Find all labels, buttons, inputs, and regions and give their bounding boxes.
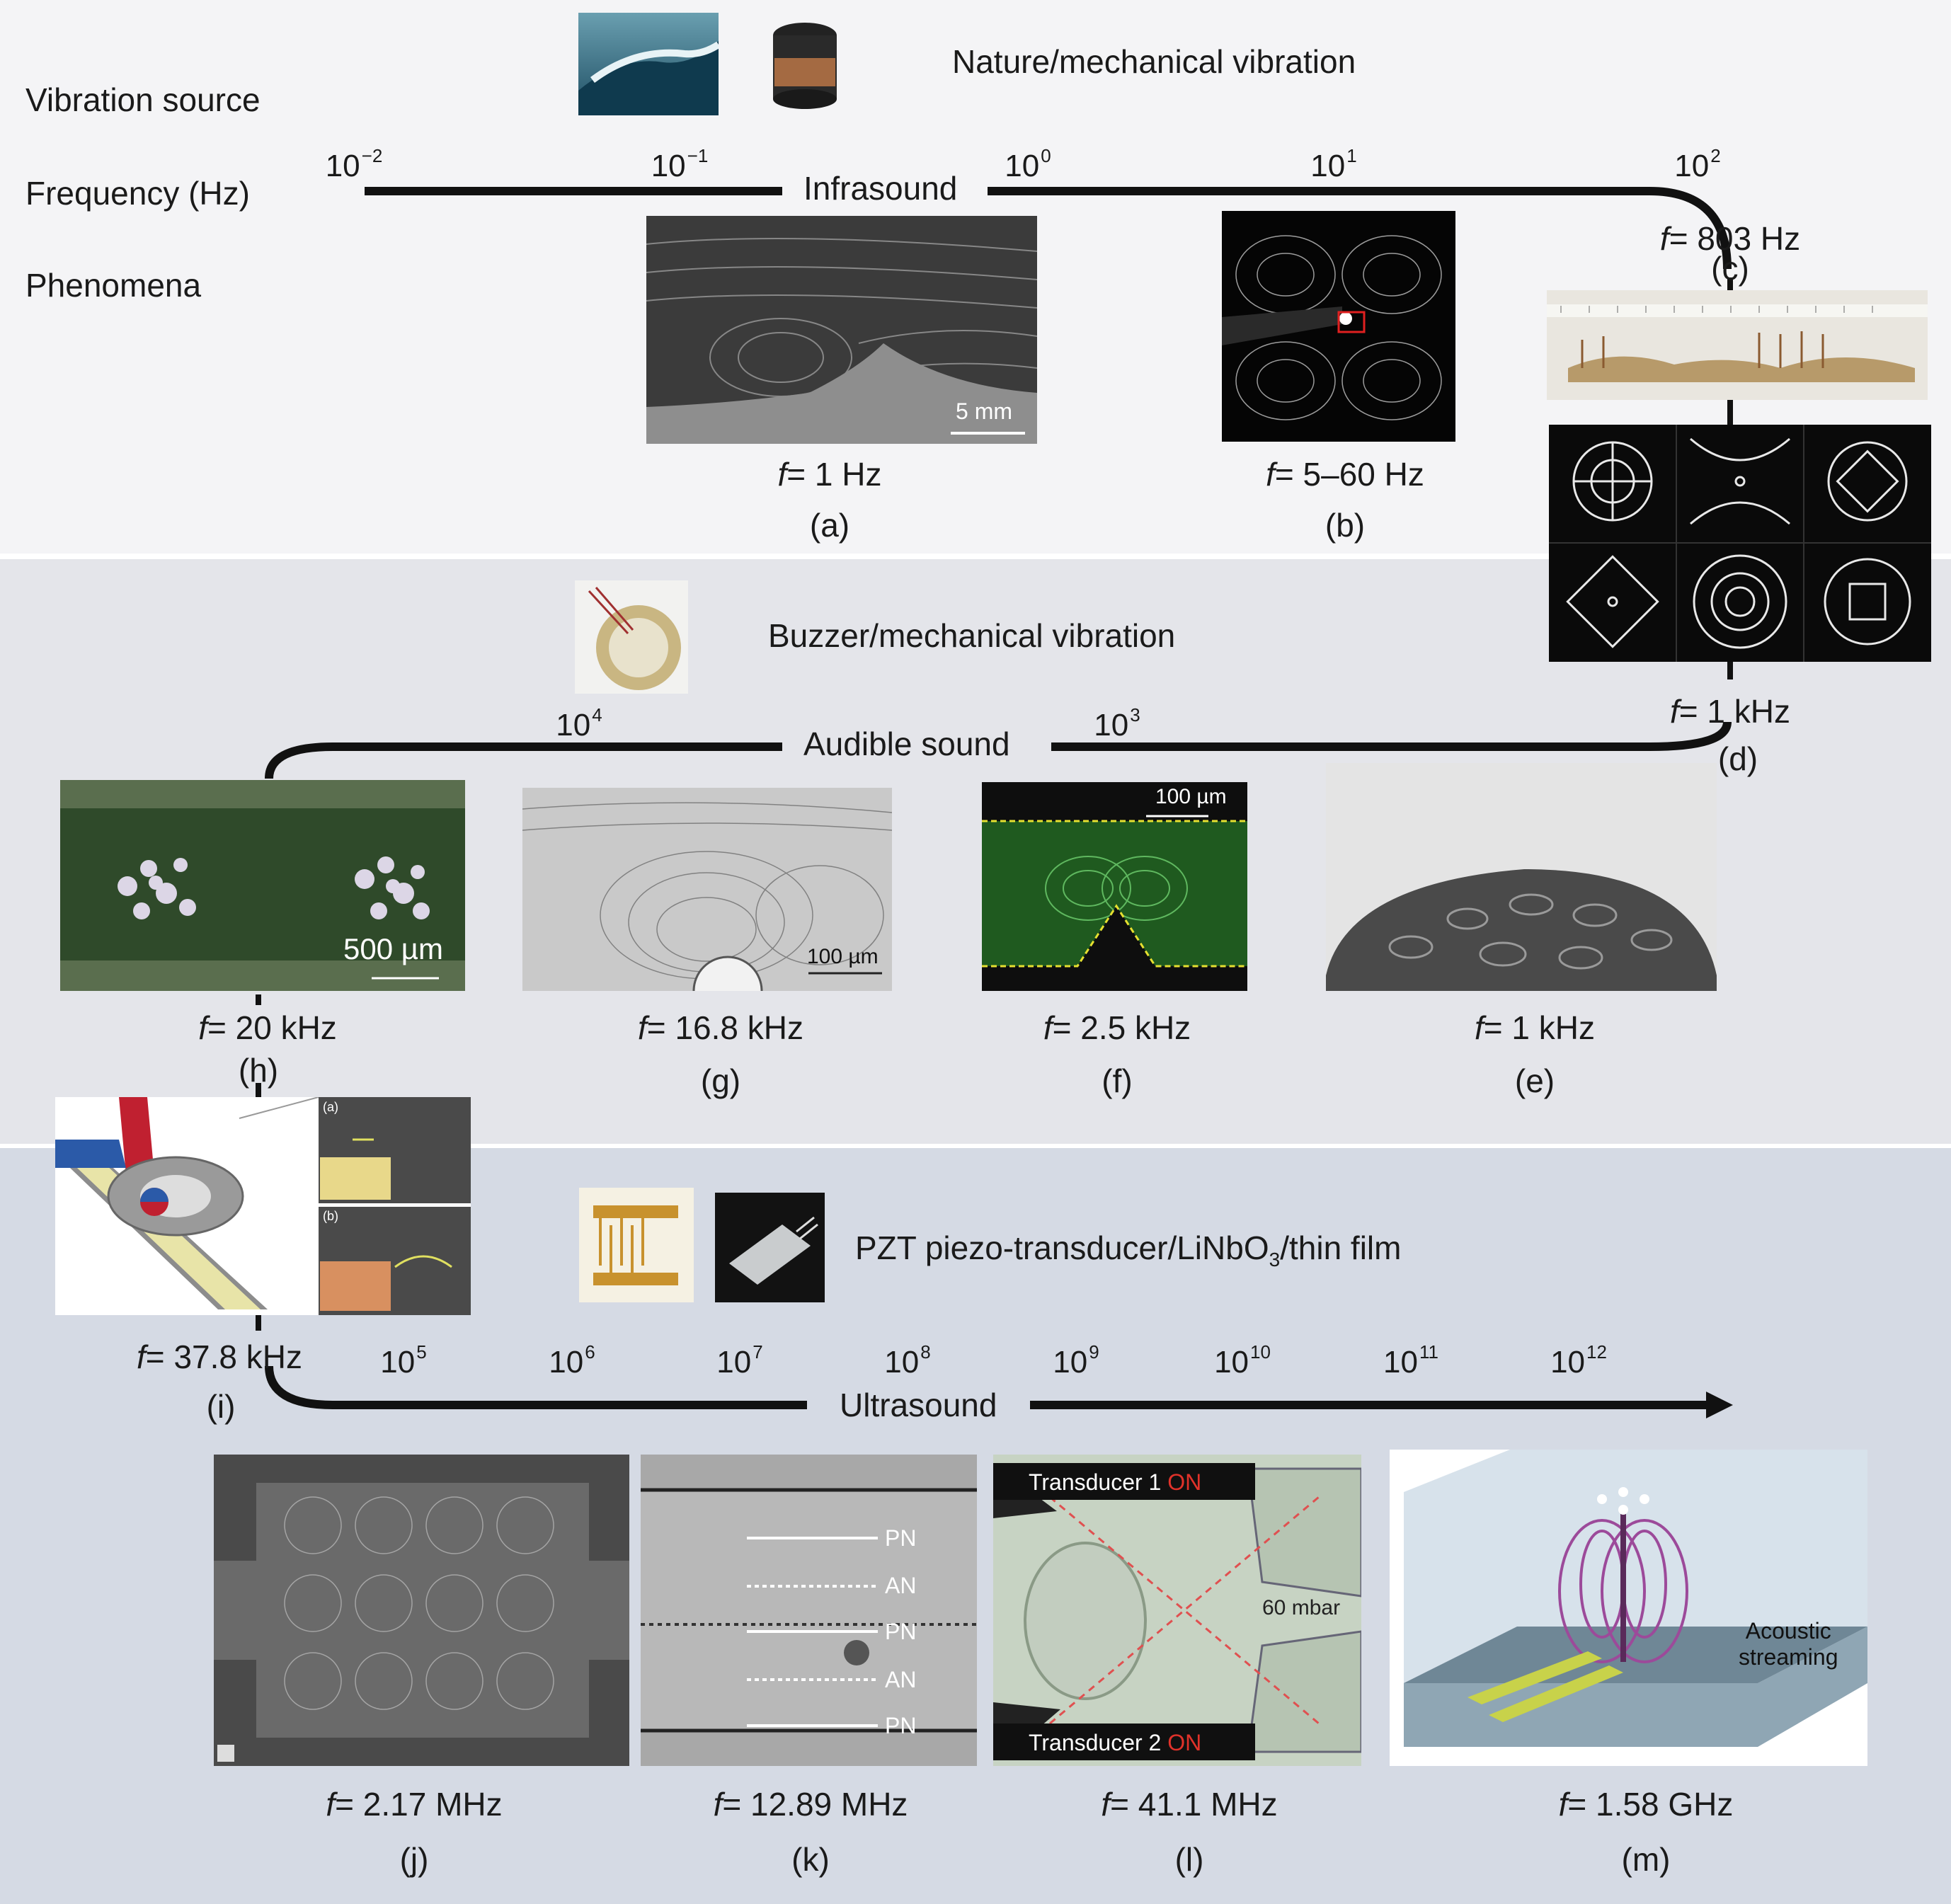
panel-i-letter: (i) bbox=[206, 1388, 236, 1425]
tick-1e1: 101 bbox=[1310, 145, 1357, 183]
panel-c-frequency: f= 803 Hz bbox=[1659, 220, 1801, 257]
source-pzt-label: PZT piezo-transducer/LiNbO3/thin film bbox=[855, 1229, 1402, 1271]
tick-1e6: 106 bbox=[549, 1341, 595, 1380]
panel-a-letter: (a) bbox=[809, 507, 850, 544]
panel-i-inset-b-label: (b) bbox=[323, 1209, 338, 1223]
panel-k-standing-wave-image: PN AN PN AN PN bbox=[641, 1455, 977, 1766]
panel-i-device-image: (a) (b) bbox=[55, 1097, 471, 1315]
transducer-2-label: Transducer 2 ON bbox=[993, 1724, 1255, 1760]
panel-j-chamber-streaming-image bbox=[214, 1455, 629, 1766]
panel-j-letter: (j) bbox=[399, 1841, 429, 1878]
panel-c-tube-image bbox=[1547, 290, 1928, 400]
tick-1e5: 105 bbox=[380, 1341, 427, 1380]
transducer-2-on-status: ON bbox=[1167, 1730, 1202, 1755]
panel-f-letter: (f) bbox=[1102, 1062, 1133, 1099]
source-nature-label: Nature/mechanical vibration bbox=[952, 43, 1356, 80]
panel-e-frequency: f= 1 kHz bbox=[1474, 1009, 1596, 1046]
panel-d-chladni-patterns bbox=[1549, 425, 1931, 662]
tick-1e7: 107 bbox=[716, 1341, 763, 1380]
panel-i-frequency: f= 37.8 kHz bbox=[137, 1338, 302, 1375]
panel-h-particle-cluster-image: 500 µm bbox=[60, 780, 465, 991]
panel-m-letter: (m) bbox=[1621, 1841, 1671, 1878]
axis-segment-bottom-left bbox=[265, 1365, 807, 1409]
panel-k-frequency: f= 12.89 MHz bbox=[713, 1786, 908, 1823]
panel-e-droplet-image bbox=[1326, 763, 1717, 991]
tick-1e12: 1012 bbox=[1550, 1341, 1607, 1380]
panel-a-frequency: f= 1 Hz bbox=[777, 456, 882, 493]
row-label-phenomena: Phenomena bbox=[25, 267, 202, 304]
panel-a-scalebar: 5 mm bbox=[956, 398, 1012, 424]
tick-1e3: 103 bbox=[1094, 704, 1140, 742]
panel-g-letter: (g) bbox=[700, 1062, 741, 1099]
panel-g-scalebar: 100 µm bbox=[807, 945, 879, 968]
panel-k-node-pn-2: PN bbox=[885, 1619, 917, 1644]
panel-d-frequency: f= 1 kHz bbox=[1669, 693, 1791, 730]
panel-g-microstreaming-image: 100 µm bbox=[522, 788, 892, 991]
tick-1e2: 102 bbox=[1674, 145, 1721, 183]
panel-h-scalebar: 500 µm bbox=[343, 932, 443, 965]
panel-l-pressure: 60 mbar bbox=[1262, 1596, 1341, 1619]
panel-l-droplet-switching-image: Transducer 1 ON Transducer 2 ON 60 mbar bbox=[993, 1455, 1361, 1766]
mechanical-shaker-image bbox=[766, 14, 844, 113]
transducer-1-label: Transducer 1 ON bbox=[993, 1463, 1255, 1500]
panel-h-letter: (h) bbox=[238, 1052, 279, 1089]
panel-e-letter: (e) bbox=[1514, 1062, 1555, 1099]
axis-segment-middle-left bbox=[265, 742, 782, 779]
panel-b-letter: (b) bbox=[1324, 507, 1366, 544]
range-infrasound: Infrasound bbox=[803, 170, 958, 207]
panel-l-frequency: f= 41.1 MHz bbox=[1101, 1786, 1278, 1823]
panel-f-scalebar: 100 µm bbox=[1155, 785, 1227, 808]
panel-k-node-pn-3: PN bbox=[885, 1713, 917, 1738]
axis-segment-top-right bbox=[988, 187, 1732, 270]
panel-j-frequency: f= 2.17 MHz bbox=[326, 1786, 503, 1823]
panel-m-frequency: f= 1.58 GHz bbox=[1558, 1786, 1734, 1823]
panel-f-frequency: f= 2.5 kHz bbox=[1043, 1009, 1191, 1046]
panel-l-letter: (l) bbox=[1174, 1841, 1204, 1878]
panel-b-frequency: f= 5–60 Hz bbox=[1266, 456, 1424, 493]
panel-i-inset-a-label: (a) bbox=[323, 1100, 338, 1114]
panel-k-node-an-1: AN bbox=[885, 1573, 917, 1598]
idt-electrode-image bbox=[579, 1188, 694, 1302]
tick-1e-2: 10−2 bbox=[325, 145, 383, 183]
axis-arrow-head bbox=[1706, 1392, 1733, 1418]
panel-g-frequency: f= 16.8 kHz bbox=[638, 1009, 803, 1046]
panel-k-node-an-2: AN bbox=[885, 1667, 917, 1692]
panel-d-letter: (d) bbox=[1717, 740, 1758, 777]
ocean-wave-image bbox=[578, 13, 719, 115]
tick-1e0: 100 bbox=[1005, 145, 1051, 183]
range-audible-sound: Audible sound bbox=[803, 726, 1010, 762]
piezo-chip-image bbox=[715, 1193, 825, 1302]
tick-1e11: 1011 bbox=[1383, 1341, 1438, 1380]
source-buzzer-label: Buzzer/mechanical vibration bbox=[768, 617, 1176, 654]
panel-c-letter: (c) bbox=[1711, 250, 1749, 287]
panel-k-node-pn-1: PN bbox=[885, 1525, 917, 1551]
row-label-frequency: Frequency (Hz) bbox=[25, 175, 250, 212]
axis-segment-middle-right bbox=[1051, 721, 1732, 751]
panel-h-frequency: f= 20 kHz bbox=[198, 1009, 337, 1046]
panel-k-letter: (k) bbox=[791, 1841, 830, 1878]
panel-f-sharp-edge-image: 100 µm bbox=[982, 782, 1247, 991]
tick-1e9: 109 bbox=[1053, 1341, 1099, 1380]
tick-1e10: 1010 bbox=[1214, 1341, 1271, 1380]
row-label-vibration-source: Vibration source bbox=[25, 81, 261, 118]
transducer-1-on-status: ON bbox=[1167, 1469, 1202, 1495]
panel-a-vortex-image: 5 mm bbox=[646, 216, 1037, 444]
tick-1e-1: 10−1 bbox=[651, 145, 709, 183]
tick-1e8: 108 bbox=[884, 1341, 931, 1380]
panel-b-streaming-image bbox=[1222, 211, 1455, 442]
range-ultrasound: Ultrasound bbox=[840, 1387, 997, 1423]
buzzer-disc-image bbox=[575, 580, 688, 694]
tick-1e4: 104 bbox=[556, 704, 602, 742]
